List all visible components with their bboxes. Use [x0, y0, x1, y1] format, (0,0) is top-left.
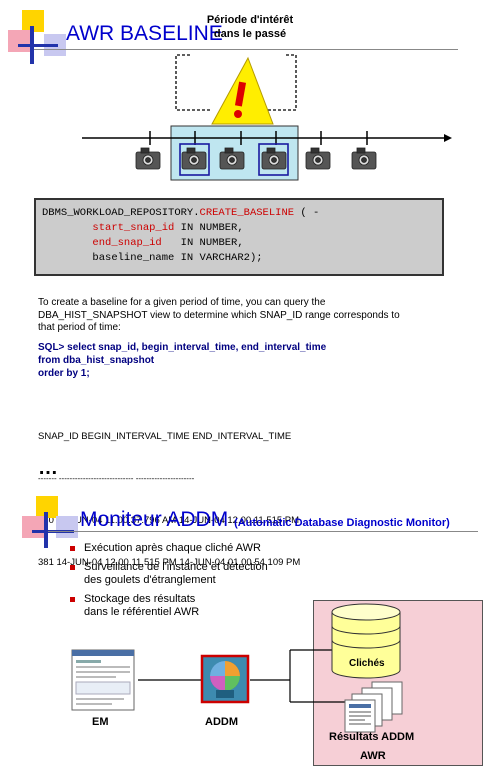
code-block: DBMS_WORKLOAD_REPOSITORY.CREATE_BASELINE… [34, 198, 444, 276]
output-row: 381 14-JUN-04 12.00.11.515 PM 14-JUN-04 … [38, 557, 301, 568]
bullet-list: Exécution après chaque cliché AWR Survei… [70, 542, 268, 625]
code-function: CREATE_BASELINE [199, 207, 295, 219]
code-type-end: IN NUMBER, [161, 237, 244, 249]
code-param-start: start_snap_id [92, 222, 175, 234]
addm-diagram [71, 603, 403, 733]
cliches-label: Clichés [349, 658, 385, 669]
section2-subtitle: (Automatic Database Diagnostic Monitor) [234, 517, 450, 529]
bullet-text: des goulets d'étranglement [84, 574, 216, 586]
results-documents-icon [344, 681, 403, 733]
bullet-text: Exécution après chaque cliché AWR [84, 542, 261, 554]
sql-line: SQL> select snap_id, begin_interval_time… [38, 342, 327, 353]
results-label: Résultats ADDM [329, 731, 415, 743]
bullet-text: Surveillance de l'instance et détection [84, 561, 268, 573]
page-title: AWR BASELINE [66, 22, 223, 45]
database-icon [331, 603, 401, 679]
output-header: SNAP_ID BEGIN_INTERVAL_TIME END_INTERVAL… [38, 431, 292, 442]
description-paragraph: To create a baseline for a given period … [38, 297, 478, 335]
em-screenshot-icon [71, 649, 135, 711]
section2-title: Moniteur ADDM (Automatic Database Diagno… [80, 508, 450, 532]
code-open: ( - [294, 207, 320, 219]
section2-rule [48, 531, 478, 532]
awr-label: AWR [360, 750, 386, 762]
annotation-line-2: dans le passé [213, 28, 287, 40]
em-label: EM [92, 716, 109, 728]
addm-label: ADDM [205, 716, 238, 728]
bullet-text: Stockage des résultats [84, 593, 196, 605]
end-snapshot-box [258, 143, 289, 176]
section1-logo [8, 10, 66, 64]
code-text: DBMS_WORKLOAD_REPOSITORY.CREATE_BASELINE… [42, 206, 319, 266]
warning-icon [211, 56, 274, 125]
code-package: DBMS_WORKLOAD_REPOSITORY. [42, 207, 200, 219]
timeline-diagram [82, 54, 452, 181]
period-annotation: Période d'intérêt dans le passé [190, 13, 310, 41]
bullet-text: dans le référentiel AWR [84, 606, 200, 618]
bullet-item: Exécution après chaque cliché AWR [70, 542, 268, 555]
title-rule [34, 49, 458, 50]
start-snapshot-box [179, 143, 210, 176]
paragraph-line: To create a baseline for a given period … [38, 297, 326, 308]
output-separator: ------- ---------------------------- ---… [38, 474, 195, 483]
paragraph-line: DBA_HIST_SNAPSHOT view to determine whic… [38, 309, 400, 321]
sql-query: SQL> select snap_id, begin_interval_time… [38, 341, 326, 380]
code-param-end: end_snap_id [92, 237, 162, 249]
camera-icons [135, 147, 377, 170]
section2-title-main: Moniteur ADDM [80, 508, 229, 531]
code-param-name: baseline_name IN VARCHAR2); [92, 252, 263, 264]
ellipsis: … [38, 457, 58, 479]
annotation-line-1: Période d'intérêt [206, 14, 294, 26]
code-type-start: IN NUMBER, [174, 222, 244, 234]
query-output: SNAP_ID BEGIN_INTERVAL_TIME END_INTERVAL… [38, 402, 300, 584]
sql-line: from dba_hist_snapshot [38, 355, 155, 366]
sql-line: order by 1; [38, 368, 90, 379]
addm-icon [200, 654, 250, 704]
paragraph-line: that period of time: [38, 322, 121, 333]
